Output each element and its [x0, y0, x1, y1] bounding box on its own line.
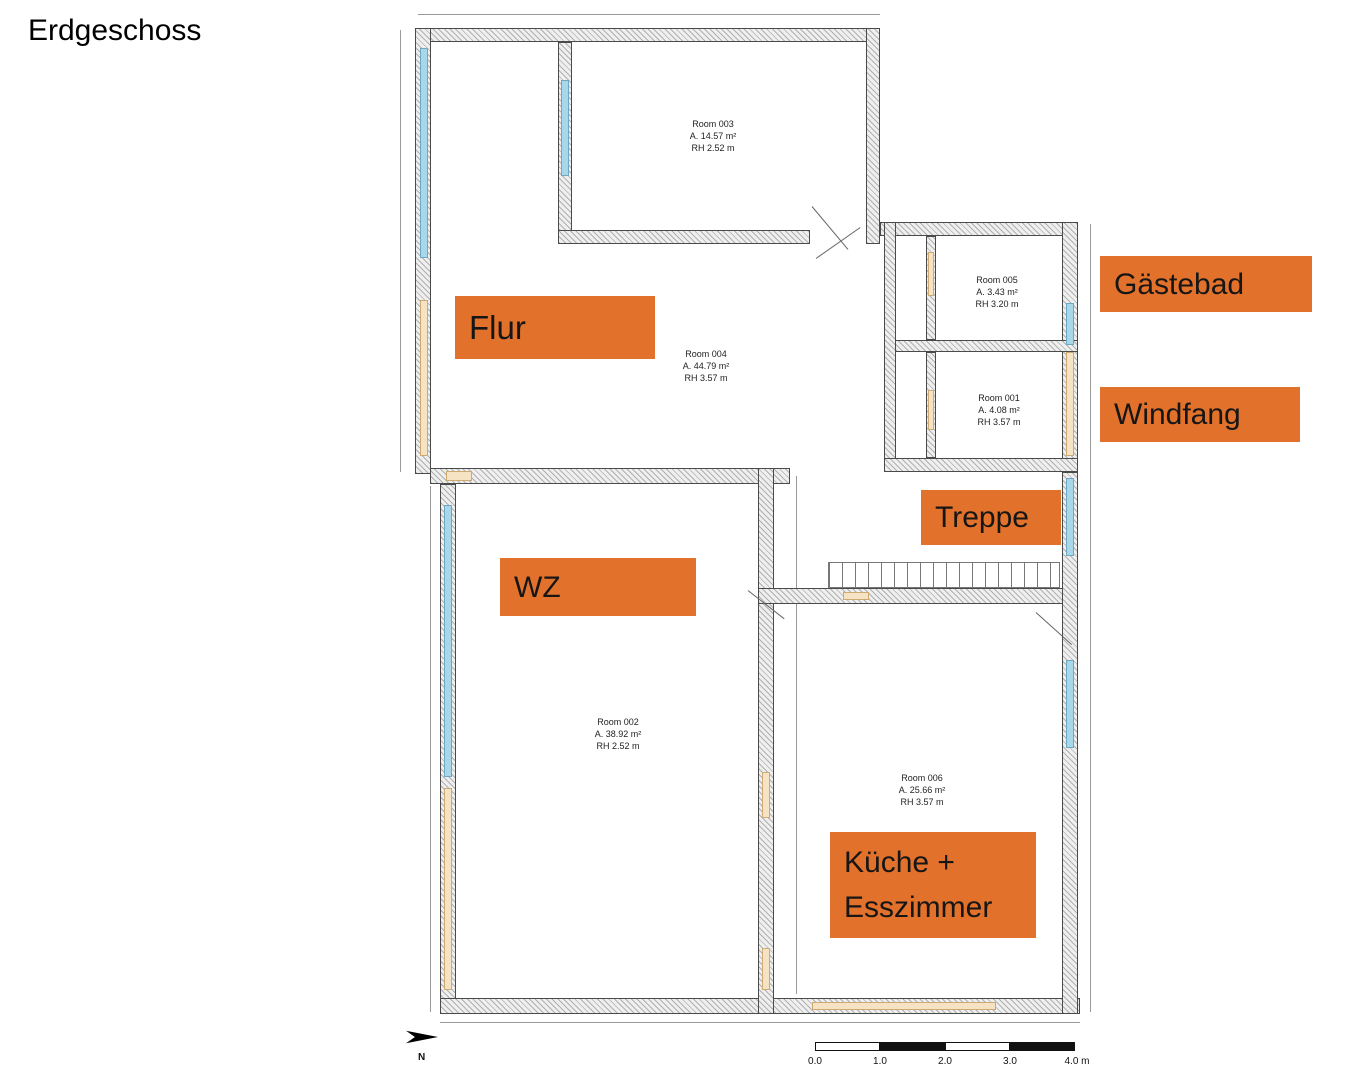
wall-segment — [880, 222, 1078, 236]
stairs — [828, 562, 1060, 588]
north-indicator: N — [406, 1028, 438, 1063]
door-opening — [843, 592, 869, 600]
scale-bar-segment — [815, 1042, 880, 1051]
dimension-line — [796, 476, 797, 994]
room-annotation-002: Room 002 A. 38.92 m² RH 2.52 m — [594, 717, 642, 752]
door-opening — [812, 1002, 996, 1010]
wall-segment — [558, 230, 810, 244]
door-opening — [762, 948, 770, 990]
wall-segment — [430, 468, 790, 484]
dimension-line — [400, 30, 401, 472]
room-label-windfang: Windfang — [1100, 387, 1300, 442]
dimension-line — [418, 14, 880, 15]
window-segment — [1066, 303, 1074, 345]
door-opening — [446, 471, 472, 481]
dimension-line — [440, 1022, 1080, 1023]
wall-segment — [884, 222, 896, 472]
door-opening — [420, 300, 428, 456]
room-label-gaestebad: Gästebad — [1100, 256, 1312, 312]
wall-segment — [866, 28, 880, 244]
window-segment — [1066, 660, 1074, 748]
wall-segment — [884, 458, 1078, 472]
room-annotation-003: Room 003 A. 14.57 m² RH 2.52 m — [689, 119, 737, 154]
room-annotation-006: Room 006 A. 25.66 m² RH 3.57 m — [898, 773, 946, 808]
door-opening — [1066, 352, 1074, 456]
wall-segment — [758, 588, 1078, 604]
scale-bar-segment — [880, 1042, 945, 1051]
room-label-treppe: Treppe — [921, 490, 1061, 545]
dimension-line — [430, 486, 431, 1012]
scale-bar-segment — [1010, 1042, 1075, 1051]
room-label-kueche-esszimmer: Küche + Esszimmer — [830, 832, 1036, 938]
north-label: N — [418, 1052, 426, 1063]
door-opening — [762, 772, 770, 818]
door-opening — [928, 390, 934, 430]
window-segment — [561, 80, 569, 176]
north-arrow-icon — [406, 1030, 438, 1044]
scale-tick: 3.0 — [1003, 1056, 1017, 1067]
window-segment — [1066, 478, 1074, 556]
room-label-flur: Flur — [455, 296, 655, 359]
page-title: Erdgeschoss — [28, 14, 202, 47]
dimension-line — [1090, 224, 1091, 1012]
door-swing — [815, 227, 861, 259]
scale-tick: 4.0 m — [1064, 1056, 1090, 1067]
wall-segment — [415, 28, 880, 42]
door-opening — [444, 788, 452, 990]
room-annotation-004: Room 004 A. 44.79 m² RH 3.57 m — [682, 349, 730, 384]
scale-tick: 1.0 — [873, 1056, 887, 1067]
scale-bar: 0.0 1.0 2.0 3.0 4.0 m — [808, 1040, 1090, 1072]
window-segment — [444, 505, 452, 777]
room-annotation-001: Room 001 A. 4.08 m² RH 3.57 m — [977, 393, 1021, 428]
scale-tick: 0.0 — [808, 1056, 822, 1067]
scale-tick: 2.0 — [938, 1056, 952, 1067]
room-annotation-005: Room 005 A. 3.43 m² RH 3.20 m — [975, 275, 1019, 310]
window-segment — [420, 48, 428, 258]
room-label-wz: WZ — [500, 558, 696, 616]
door-swing — [811, 206, 849, 250]
door-opening — [928, 252, 934, 296]
scale-bar-segment — [945, 1042, 1010, 1051]
wall-segment — [884, 340, 1078, 352]
wall-segment — [758, 468, 774, 1014]
